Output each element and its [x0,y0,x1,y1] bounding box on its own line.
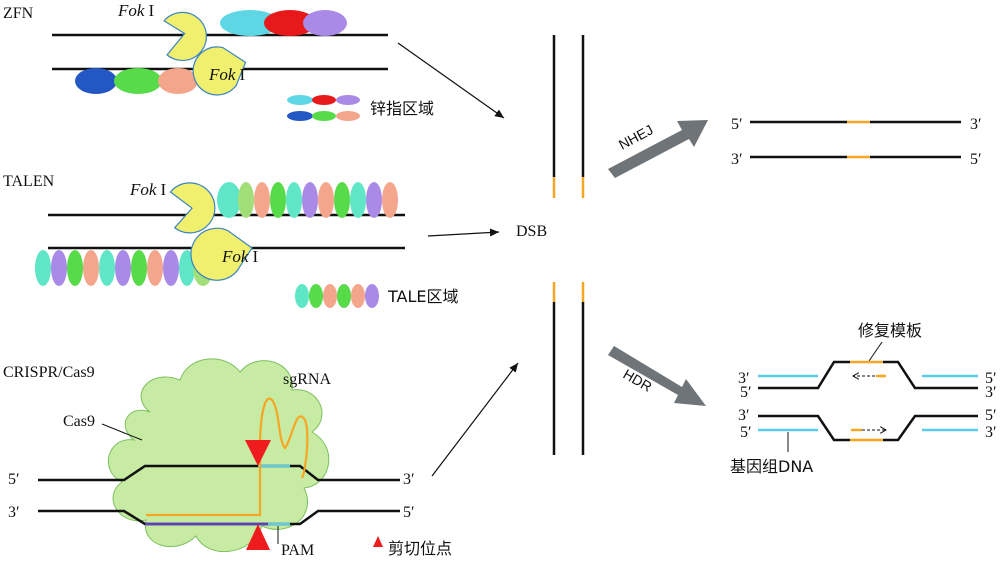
talen-top-repeats [217,182,398,218]
cas9-protein [107,358,330,553]
nhej-top-5prime: 5′ [731,116,743,133]
template-leader [868,341,883,362]
crispr-top-strand [38,464,400,482]
arrow-talen-to-dsb [427,228,500,237]
pam-label: PAM [281,542,314,559]
talen-fok-top [169,182,216,234]
crispr-title: CRISPR/Cas9 [3,364,95,381]
zinc-finger-legend: 锌指区域 [287,95,434,121]
hdr-upper-right-5prime: 5′ [985,370,997,387]
zfn-bottom-finger-1 [75,68,117,94]
crispr-top-3prime: 3′ [403,471,415,488]
genomic-label: 基因组DNA [730,457,813,476]
hdr-lower-right-strand [883,414,978,442]
talen-panel: TALEN [3,173,459,308]
zfn-top-finger-1 [220,10,280,36]
cas9-label: Cas9 [63,413,95,430]
dsb-label: DSB [516,223,547,240]
crispr-bottom-3prime: 3′ [8,504,20,521]
hdr-upper-left-strand [758,360,850,390]
cut-marker-top [245,440,271,466]
crispr-top-5prime: 5′ [8,471,20,488]
nhej-arrow: NHEJ [608,120,708,178]
crispr-panel: CRISPR/Cas9 Cas9 sgRNA PAM 5′ 3′ 3′ 5′ 剪… [3,358,452,559]
crispr-bottom-5prime: 5′ [403,504,415,521]
hdr-lower-left-5prime: 5′ [740,424,752,441]
zfn-bottom-finger-2 [114,68,162,94]
tale-legend: TALE区域 [295,284,459,308]
hdr-upper-right-3prime: 3′ [985,384,997,401]
nhej-bottom-5prime: 5′ [970,151,982,168]
zfn-top-finger-2 [264,10,316,36]
nhej-top-3prime: 3′ [970,116,982,133]
cas9-leader [101,423,143,441]
zfn-title: ZFN [3,5,34,22]
cut-site-legend-label: 剪切位点 [388,539,452,558]
hdr-arrow: HDR [608,346,706,406]
hdr-lower-right-3prime: 3′ [985,424,997,441]
cut-site-legend-icon [373,536,383,547]
arrow-crispr-to-dsb [431,362,519,477]
cut-marker-bottom [246,524,270,550]
talen-title: TALEN [3,173,55,190]
sgrna-label: sgRNA [283,371,331,388]
hdr-lower-right-5prime: 5′ [985,407,997,424]
hdr-lower-left-strand [758,414,850,442]
hdr-upper-left-5prime: 5′ [740,384,752,401]
sgrna-strand [146,397,309,517]
tale-legend-label: TALE区域 [387,287,459,306]
zfn-fok-bottom [192,46,247,96]
zfn-top-finger-3 [303,10,347,36]
hdr-lower-left-3prime: 3′ [738,407,750,424]
arrow-zfn-to-dsb [397,42,505,119]
zfn-bottom-finger-3 [158,68,198,94]
nhej-result: 5′ 3′ 3′ 5′ [731,116,982,168]
zinc-finger-legend-label: 锌指区域 [370,99,434,118]
hdr-result: 修复模板 3′ 5′ 5′ 3′ 3′ 5′ 5′ 3′ 基因组DNA [730,321,997,476]
hdr-upper-left-3prime: 3′ [738,370,750,387]
talen-fok-bottom [190,227,253,281]
dsb-panel: DSB [516,35,585,455]
template-label: 修复模板 [858,321,922,340]
zfn-fok-top [163,11,207,62]
talen-bottom-repeats [35,250,213,286]
nhej-bottom-3prime: 3′ [731,151,743,168]
hdr-upper-right-strand [883,360,978,390]
